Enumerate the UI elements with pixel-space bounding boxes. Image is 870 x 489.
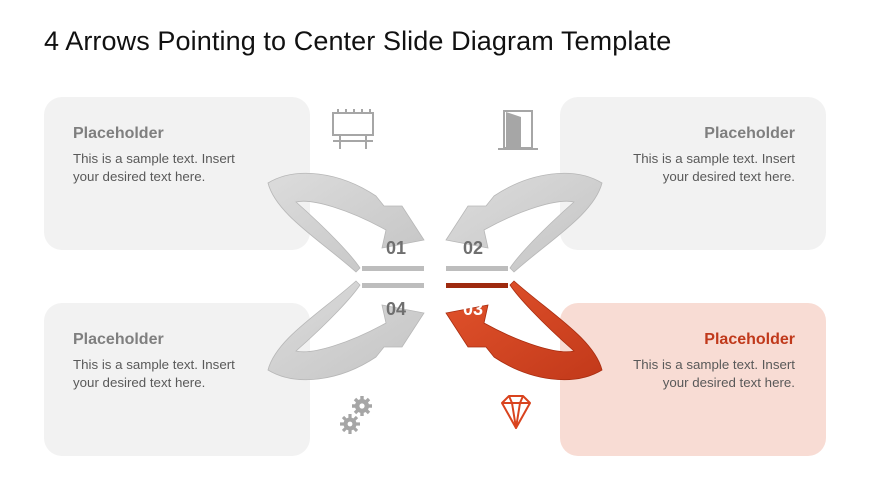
card-body: This is a sample text. Insert your desir… bbox=[73, 151, 235, 184]
arrow-number-03: 03 bbox=[463, 299, 483, 319]
card-body: This is a sample text. Insert your desir… bbox=[73, 357, 235, 390]
door-icon bbox=[498, 110, 538, 150]
card-body: This is a sample text. Insert your desir… bbox=[633, 357, 795, 390]
card-heading: Placeholder bbox=[704, 125, 795, 142]
arrow-number-01: 01 bbox=[386, 238, 406, 258]
card-heading: Placeholder bbox=[704, 331, 795, 348]
card-heading: Placeholder bbox=[73, 331, 164, 348]
arrow-number-04: 04 bbox=[386, 299, 406, 319]
card-heading: Placeholder bbox=[73, 125, 164, 142]
card-body: This is a sample text. Insert your desir… bbox=[633, 151, 795, 184]
placeholder-card-top-right: Placeholder This is a sample text. Inser… bbox=[560, 97, 826, 250]
diamond-icon bbox=[501, 395, 531, 429]
placeholder-card-top-left: Placeholder This is a sample text. Inser… bbox=[44, 97, 310, 250]
placeholder-card-bottom-right-highlighted: Placeholder This is a sample text. Inser… bbox=[560, 303, 826, 456]
arrow-number-02: 02 bbox=[463, 238, 483, 258]
slide-title: 4 Arrows Pointing to Center Slide Diagra… bbox=[44, 26, 672, 56]
billboard-icon bbox=[332, 109, 374, 149]
gears-icon bbox=[340, 396, 372, 434]
placeholder-card-bottom-left: Placeholder This is a sample text. Inser… bbox=[44, 303, 310, 456]
